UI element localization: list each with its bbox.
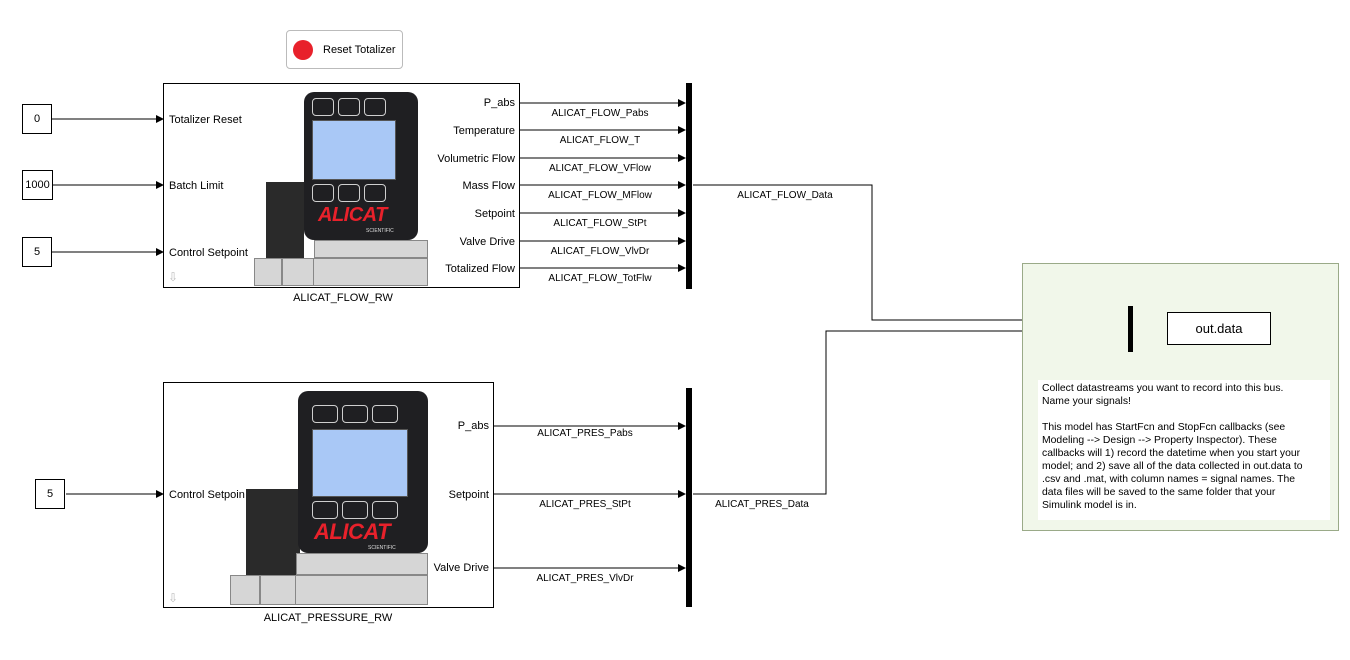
alicat-pressure-subsystem[interactable]: ALICAT SCIENTIFIC Control Setpoin P_abs … bbox=[163, 382, 494, 608]
signal-label: ALICAT_FLOW_VFlow bbox=[548, 163, 652, 174]
bus-signal-label: ALICAT_PRES_Data bbox=[715, 499, 809, 510]
reset-totalizer-label: Reset Totalizer bbox=[323, 43, 396, 56]
signal-label: ALICAT_FLOW_MFlow bbox=[548, 190, 652, 201]
bus-creator-output[interactable] bbox=[1128, 306, 1133, 352]
constant-block[interactable]: 5 bbox=[35, 479, 65, 509]
bus-creator-flow[interactable] bbox=[686, 83, 692, 289]
block-name: ALICAT_FLOW_RW bbox=[293, 292, 393, 304]
signal-label: ALICAT_PRES_StPt bbox=[539, 499, 631, 510]
reset-totalizer-button[interactable]: Reset Totalizer bbox=[286, 30, 403, 69]
out-data-block[interactable]: out.data bbox=[1167, 312, 1271, 345]
signal-label: ALICAT_PRES_VlvDr bbox=[536, 573, 634, 584]
signal-label: ALICAT_FLOW_Pabs bbox=[551, 108, 649, 119]
signal-label: ALICAT_FLOW_TotFlw bbox=[548, 273, 652, 284]
annotation-line: Name your signals! bbox=[1042, 396, 1131, 407]
annotation-text: Collect datastreams you want to record i… bbox=[1038, 380, 1330, 520]
signal-label: ALICAT_FLOW_VlvDr bbox=[550, 246, 650, 257]
output-port-label: Temperature bbox=[453, 125, 515, 137]
alicat-device-image: ALICAT SCIENTIFIC bbox=[226, 389, 428, 605]
block-name: ALICAT_PRESSURE_RW bbox=[263, 612, 393, 624]
bus-creator-pressure[interactable] bbox=[686, 388, 692, 607]
signal-label: ALICAT_PRES_Pabs bbox=[537, 428, 633, 439]
annotation-line: Simulink model is in. bbox=[1042, 500, 1137, 511]
logo-subtitle: SCIENTIFIC bbox=[368, 545, 396, 551]
annotation-line: callbacks will 1) record the datetime wh… bbox=[1042, 448, 1301, 459]
annotation-line: model; and 2) save all of the data colle… bbox=[1042, 461, 1303, 472]
alicat-logo: ALICAT bbox=[318, 204, 387, 226]
output-port-label: Setpoint bbox=[448, 489, 489, 501]
input-port-label: Control Setpoint bbox=[169, 247, 248, 259]
output-port-label: P_abs bbox=[457, 420, 489, 432]
output-port-label: Totalized Flow bbox=[445, 263, 515, 275]
output-port-label: Valve Drive bbox=[433, 562, 489, 574]
annotation-line: .csv and .mat, with column names = signa… bbox=[1042, 474, 1296, 485]
signal-label: ALICAT_FLOW_T bbox=[559, 135, 641, 146]
alicat-flow-subsystem[interactable]: ALICAT SCIENTIFIC Totalizer Reset Batch … bbox=[163, 83, 520, 288]
constant-block[interactable]: 5 bbox=[22, 237, 52, 267]
alicat-logo: ALICAT bbox=[314, 519, 391, 544]
annotation-line: data files will be saved to the same fol… bbox=[1042, 487, 1276, 498]
signal-label: ALICAT_FLOW_StPt bbox=[553, 218, 647, 229]
red-dot-icon bbox=[293, 39, 313, 60]
input-port-label: Batch Limit bbox=[169, 180, 224, 192]
output-port-label: Volumetric Flow bbox=[437, 153, 515, 165]
output-port-label: P_abs bbox=[483, 97, 515, 109]
constant-block[interactable]: 0 bbox=[22, 104, 52, 134]
alicat-device-image: ALICAT SCIENTIFIC bbox=[254, 90, 434, 286]
input-port-label: Control Setpoin bbox=[169, 489, 245, 501]
annotation-line: Collect datastreams you want to record i… bbox=[1042, 383, 1284, 394]
look-under-mask-icon[interactable]: ⇩ bbox=[168, 591, 179, 605]
output-port-label: Setpoint bbox=[474, 208, 515, 220]
look-under-mask-icon[interactable]: ⇩ bbox=[168, 270, 179, 284]
output-port-label: Mass Flow bbox=[462, 180, 515, 192]
annotation-line: Modeling --> Design --> Property Inspect… bbox=[1042, 435, 1277, 446]
input-port-label: Totalizer Reset bbox=[169, 114, 242, 126]
constant-block[interactable]: 1000 bbox=[22, 170, 53, 200]
bus-signal-label: ALICAT_FLOW_Data bbox=[737, 190, 833, 201]
logo-subtitle: SCIENTIFIC bbox=[366, 228, 394, 234]
annotation-line: This model has StartFcn and StopFcn call… bbox=[1042, 422, 1286, 433]
output-port-label: Valve Drive bbox=[459, 236, 515, 248]
